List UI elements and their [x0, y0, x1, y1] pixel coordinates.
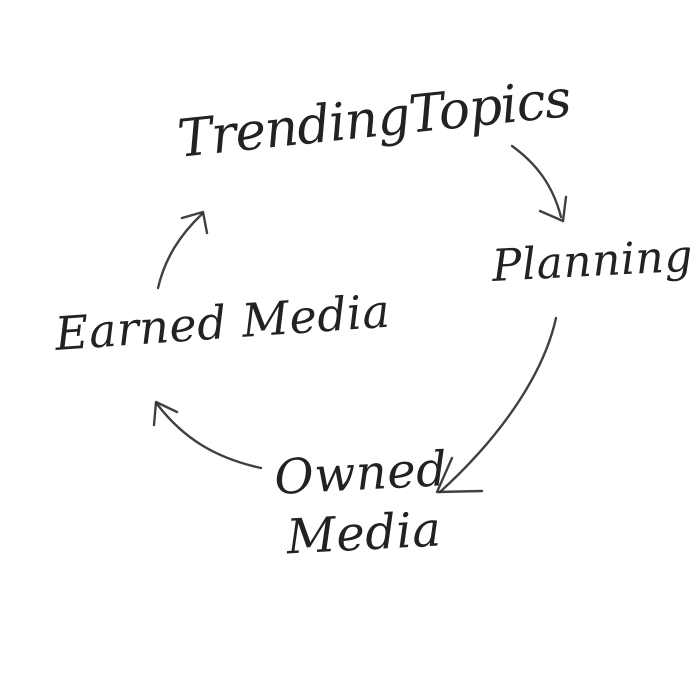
arrow-owned-to-earned — [152, 400, 263, 470]
node-owned-media-line1: Owned — [272, 441, 449, 507]
node-owned-media: Owned Media — [273, 439, 452, 568]
arrow-planning-to-owned — [435, 316, 558, 494]
arrow-earned-to-trending — [156, 210, 209, 290]
node-owned-media-line2: Media — [285, 501, 443, 566]
arrow-trending-to-planning — [510, 144, 568, 223]
node-planning: Planning — [490, 230, 695, 292]
